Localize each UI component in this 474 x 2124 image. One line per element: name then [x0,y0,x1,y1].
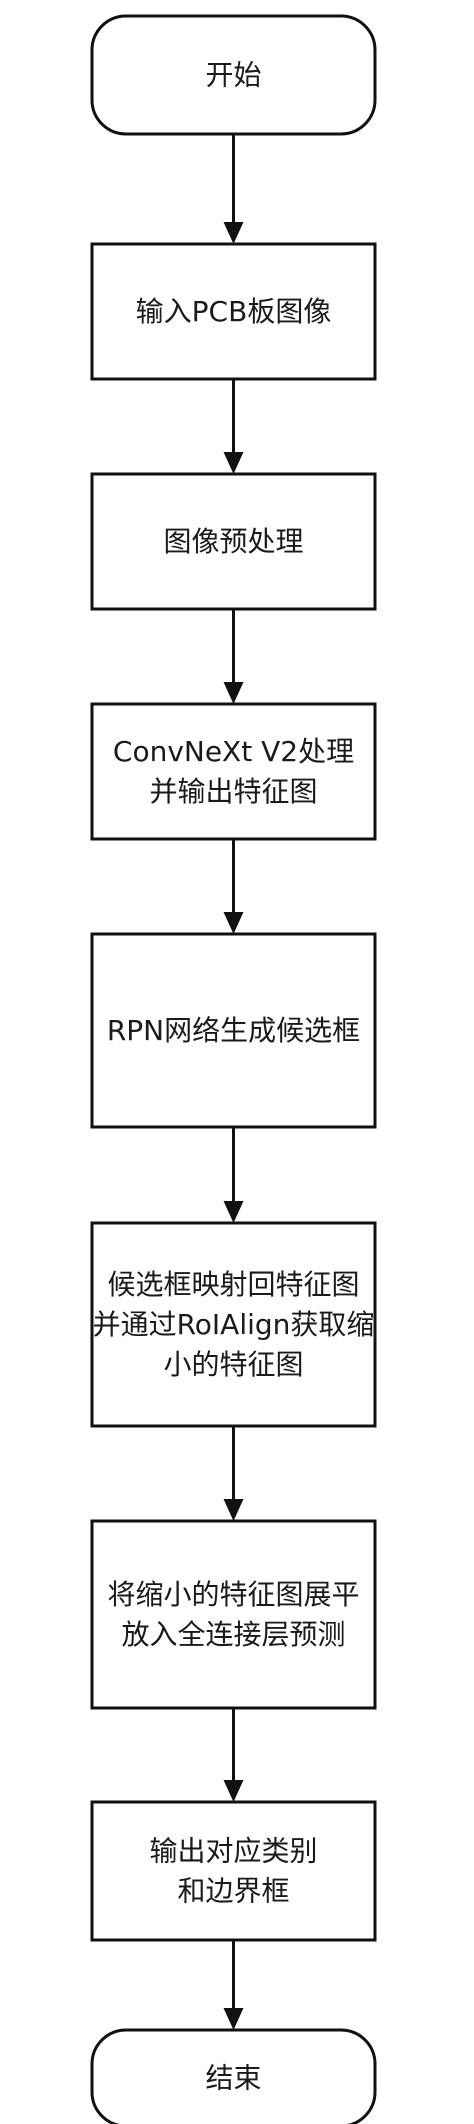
node-label: 并通过RoIAlign获取缩 [93,1308,375,1341]
node-label: 候选框映射回特征图 [107,1268,359,1301]
node-preprocess: 图像预处理 [90,472,377,611]
arrow-head [223,682,244,704]
arrow-head [223,912,244,934]
node-label: 并输出特征图 [149,775,317,808]
process-box [90,932,377,1129]
arrow-preprocess-to-convnext [223,609,244,704]
node-label: 开始 [205,59,261,92]
arrow-input-to-preprocess [223,379,244,474]
node-label: 放入全连接层预测 [121,1618,345,1651]
process-box [90,1519,377,1710]
node-rpn: RPN网络生成候选框 [90,932,377,1129]
node-label: 和边界框 [177,1875,289,1908]
node-end: 结束 [90,2028,377,2124]
arrow-head [223,2008,244,2030]
process-box [90,472,377,611]
terminal-shape [90,14,377,136]
node-label: ConvNeXt V2处理 [113,735,354,768]
node-label: 小的特征图 [163,1348,303,1381]
process-box [90,1800,377,1942]
arrow-head [223,1499,244,1521]
node-label: 图像预处理 [163,525,303,558]
node-label: RPN网络生成候选框 [107,1014,360,1047]
arrow-head [223,1780,244,1802]
arrow-roialign-to-fc [223,1426,244,1521]
arrow-output-to-end [223,1940,244,2030]
arrow-rpn-to-roialign [223,1127,244,1223]
arrow-fc-to-output [223,1708,244,1802]
terminal-shape [90,2028,377,2124]
process-box [90,702,377,841]
process-box [90,1221,377,1428]
arrow-convnext-to-rpn [223,839,244,934]
node-label: 结束 [205,2062,261,2095]
node-label: 输入PCB板图像 [136,295,332,328]
arrow-head [223,222,244,244]
node-start: 开始 [90,14,377,136]
node-input: 输入PCB板图像 [90,242,377,381]
arrow-head [223,452,244,474]
arrow-start-to-input [223,134,244,244]
arrow-head [223,1201,244,1223]
node-label: 将缩小的特征图展平 [107,1578,359,1611]
process-box [90,242,377,381]
node-label: 输出对应类别 [149,1835,317,1868]
